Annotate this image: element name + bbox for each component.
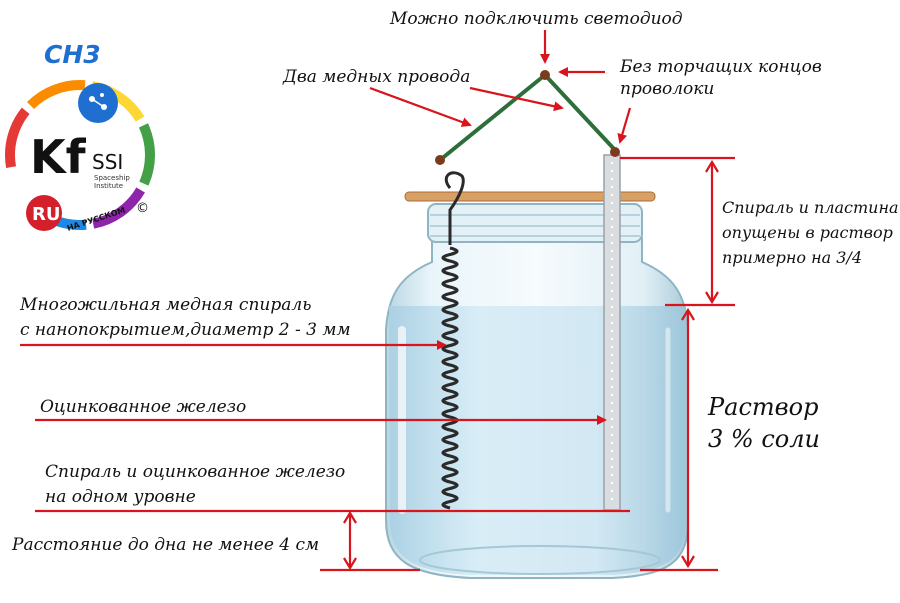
logo-title: CH3 bbox=[44, 40, 101, 69]
label-immersed-2: опущены в раствор bbox=[722, 223, 893, 242]
lang-badge bbox=[26, 195, 62, 231]
label-solution-2: 3 % соли bbox=[708, 425, 820, 453]
label-no-ends-2: проволоки bbox=[620, 79, 715, 99]
label-level-1: Спираль и оцинкованное железо bbox=[45, 462, 346, 482]
label-coil-2: с нанопокрытием,диаметр 2 - 3 мм bbox=[20, 320, 351, 340]
wooden-rod bbox=[404, 191, 656, 202]
label-bottom: Расстояние до дна не менее 4 см bbox=[12, 535, 320, 555]
salt-solution bbox=[389, 306, 686, 575]
copyright: © bbox=[136, 201, 149, 216]
copper-coil bbox=[441, 171, 465, 510]
label-immersed-1: Спираль и пластина bbox=[722, 198, 899, 217]
label-level-2: на одном уровне bbox=[45, 487, 196, 507]
jar bbox=[385, 203, 689, 579]
label-iron: Оцинкованное железо bbox=[40, 397, 247, 417]
logo-mark: Kf bbox=[30, 130, 87, 184]
label-no-ends-1: Без торчащих концов bbox=[620, 57, 822, 77]
annotations bbox=[20, 30, 735, 572]
copper-wires bbox=[435, 70, 620, 165]
lang-badge-text: RU bbox=[32, 204, 60, 225]
galvanized-plate bbox=[603, 154, 621, 511]
logo-ssi: SSI bbox=[92, 150, 123, 174]
label-solution-1: Раствор bbox=[708, 393, 819, 421]
logo-institute-2: Institute bbox=[94, 182, 123, 190]
jar-neck bbox=[427, 203, 643, 243]
label-immersed-3: примерно на 3/4 bbox=[722, 248, 862, 267]
logo-institute-1: Spaceship bbox=[94, 174, 130, 182]
label-led: Можно подключить светодиод bbox=[390, 9, 683, 29]
coil-turns bbox=[441, 246, 459, 510]
led-junction bbox=[540, 70, 550, 80]
label-wires: Два медных провода bbox=[283, 67, 471, 87]
logo: Kf SSI Spaceship Institute RU НА РУССКОМ… bbox=[4, 79, 155, 233]
label-coil-1: Многожильная медная спираль bbox=[20, 295, 312, 315]
